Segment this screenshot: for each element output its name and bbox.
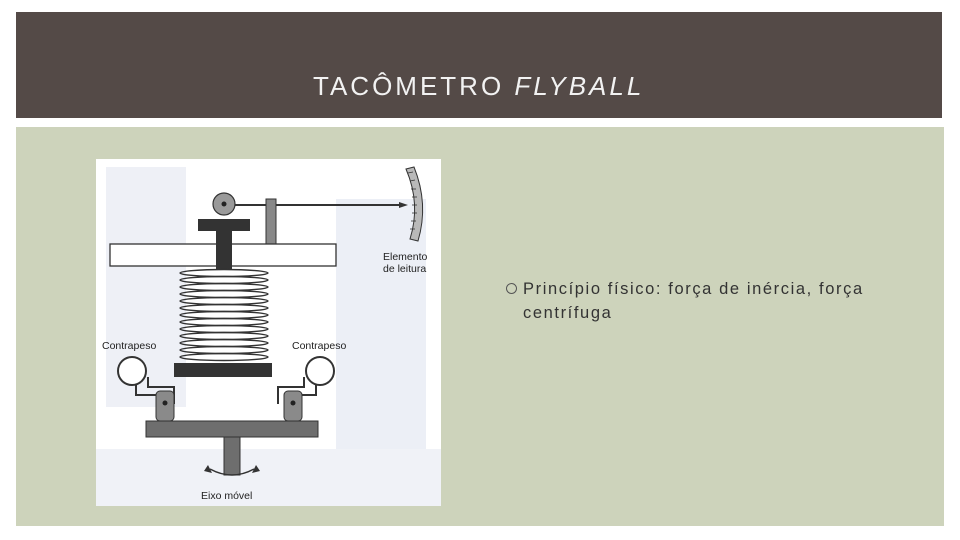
reading-scale (405, 166, 424, 242)
spindle-rod (216, 231, 232, 269)
left-flyball (117, 356, 147, 386)
title-main: TACÔMETRO (313, 71, 505, 102)
right-arm-inner (277, 377, 305, 404)
faded-page-bottom (96, 449, 441, 506)
scale-ticks (407, 171, 417, 230)
diagram-svg: Elemento de leitura Contrapeso Contrapes… (96, 159, 441, 506)
right-flyball (305, 356, 335, 386)
left-hinge (155, 390, 175, 422)
slide-title: TACÔMETRO FLYBALL (313, 71, 644, 102)
bullet-text: Princípio físico: força de inércia, forç… (523, 280, 864, 322)
label-element-2: de leitura (383, 263, 426, 275)
pointer-tip (399, 202, 408, 208)
label-counterweight-left: Contrapeso (102, 340, 156, 352)
rotation-arrowhead-right (252, 465, 260, 473)
pointer-link (265, 198, 277, 246)
title-italic: FLYBALL (514, 71, 645, 102)
rotation-arrowhead-left (204, 465, 212, 473)
spindle-cap (198, 219, 250, 231)
label-counterweight-right: Contrapeso (292, 340, 346, 352)
sliding-collar (174, 363, 272, 377)
content-area: Elemento de leitura Contrapeso Contrapes… (16, 127, 944, 526)
bullet-circle-icon (506, 283, 517, 294)
label-axis: Eixo móvel (201, 490, 252, 502)
flyball-tachometer-diagram: Elemento de leitura Contrapeso Contrapes… (96, 159, 441, 506)
base-block (145, 420, 319, 438)
bullet-item: Princípio físico: força de inércia, forç… (506, 277, 926, 325)
faded-page-right (336, 199, 426, 449)
right-hinge-pin (290, 400, 296, 406)
title-bar: TACÔMETRO FLYBALL (16, 12, 942, 118)
spring-coils (179, 268, 269, 362)
rotation-arrow (209, 468, 255, 476)
pivot-pin (221, 201, 227, 207)
label-element: Elemento (383, 251, 428, 263)
rotating-shaft (223, 436, 241, 476)
right-hinge (283, 390, 303, 422)
left-hinge-pin (162, 400, 168, 406)
